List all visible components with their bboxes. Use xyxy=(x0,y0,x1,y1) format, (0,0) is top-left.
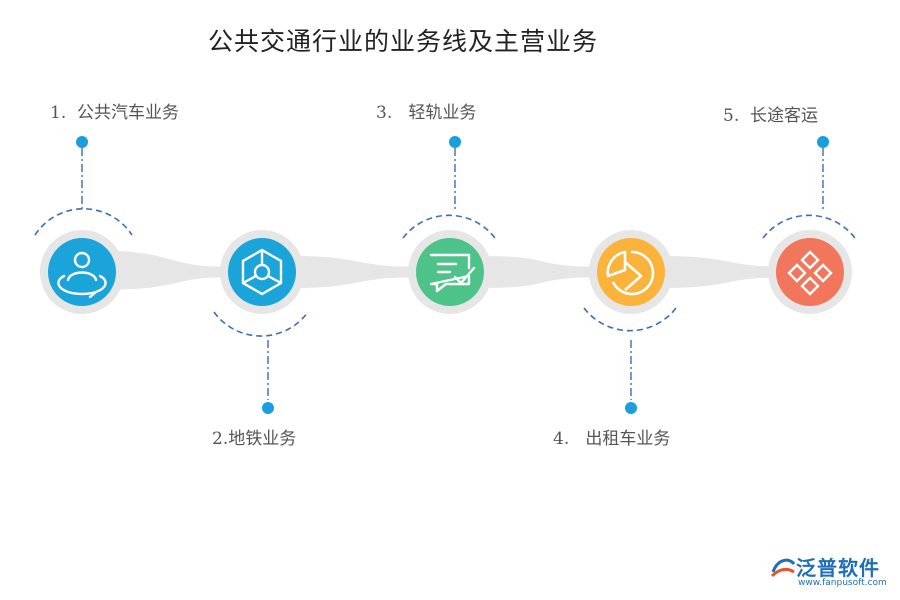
brand-logo: 泛普软件 www.fanpusoft.com xyxy=(770,552,895,597)
node-label-4: 4. 出租车业务 xyxy=(553,429,671,449)
logo-name: 泛普软件 xyxy=(796,556,880,580)
dashed-arc-5 xyxy=(762,214,856,239)
connector-band xyxy=(631,256,810,288)
connector-band xyxy=(450,256,631,288)
node-label-5: 5. 长途客运 xyxy=(723,106,819,126)
person-orbit-icon xyxy=(57,251,107,299)
logo-mark-icon xyxy=(770,558,796,578)
node-circle-5 xyxy=(776,238,844,306)
dashed-arc-2 xyxy=(213,311,309,337)
node-label-3: 3. 轻轨业务 xyxy=(376,103,477,123)
connector-band xyxy=(82,250,262,290)
leader-dot-2 xyxy=(262,402,274,414)
network-hexagon-icon xyxy=(241,248,283,296)
node-label-2: 2.地铁业务 xyxy=(212,429,297,449)
diamond-grid-icon xyxy=(787,250,833,296)
dashed-arc-1 xyxy=(34,208,133,236)
logo-url: www.fanpusoft.com xyxy=(798,578,887,588)
leader-dot-3 xyxy=(449,136,461,148)
page-title: 公共交通行业的业务线及主营业务 xyxy=(208,27,599,56)
node-label-1: 1. 公共汽车业务 xyxy=(50,103,180,123)
chat-check-icon xyxy=(429,253,476,293)
connector-band xyxy=(262,256,450,288)
pie-chart-icon xyxy=(606,250,655,296)
dashed-arc-3 xyxy=(402,214,496,239)
leader-dot-1 xyxy=(76,136,88,148)
dashed-arc-4 xyxy=(583,307,677,332)
node-circle-4 xyxy=(597,238,665,306)
node-circle-2 xyxy=(228,238,296,306)
leader-dot-5 xyxy=(817,136,829,148)
leader-dot-4 xyxy=(625,402,637,414)
